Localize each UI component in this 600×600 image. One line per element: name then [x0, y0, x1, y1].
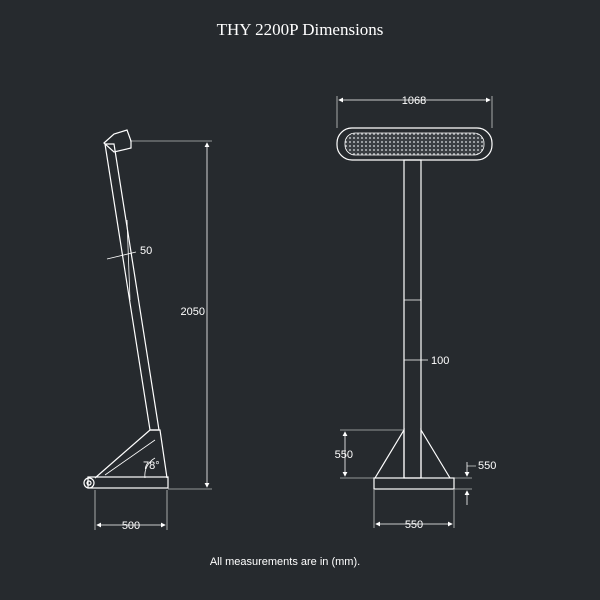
- label-base-depth-front: 550: [478, 460, 496, 472]
- side-base-bracket: [94, 429, 168, 479]
- drawing-title: THY 2200P Dimensions: [216, 20, 384, 39]
- side-heater-head: [103, 129, 132, 153]
- label-heater-length: 1068: [402, 95, 426, 107]
- label-height: 2050: [181, 306, 205, 318]
- front-view: [336, 96, 493, 528]
- label-base-depth: 500: [122, 520, 140, 532]
- label-angle: 78°: [143, 460, 160, 472]
- label-base-width: 550: [405, 519, 423, 531]
- angle-arc: [144, 457, 156, 479]
- front-base-bracket: [374, 427, 451, 479]
- side-view: [83, 129, 212, 530]
- measurement-note: All measurements are in (mm).: [209, 556, 361, 568]
- front-pole: [403, 159, 422, 479]
- pole-width-dimension-line: [106, 251, 137, 260]
- label-bracket-height: 550: [335, 449, 353, 461]
- side-wheel-icon: [83, 477, 95, 489]
- front-heater-mesh: [344, 132, 485, 156]
- label-pole-width: 50: [140, 245, 152, 257]
- side-pole: [104, 143, 160, 431]
- front-base-plate: [373, 477, 455, 490]
- label-front-pole-width: 100: [431, 355, 449, 367]
- side-base-plate: [87, 476, 169, 489]
